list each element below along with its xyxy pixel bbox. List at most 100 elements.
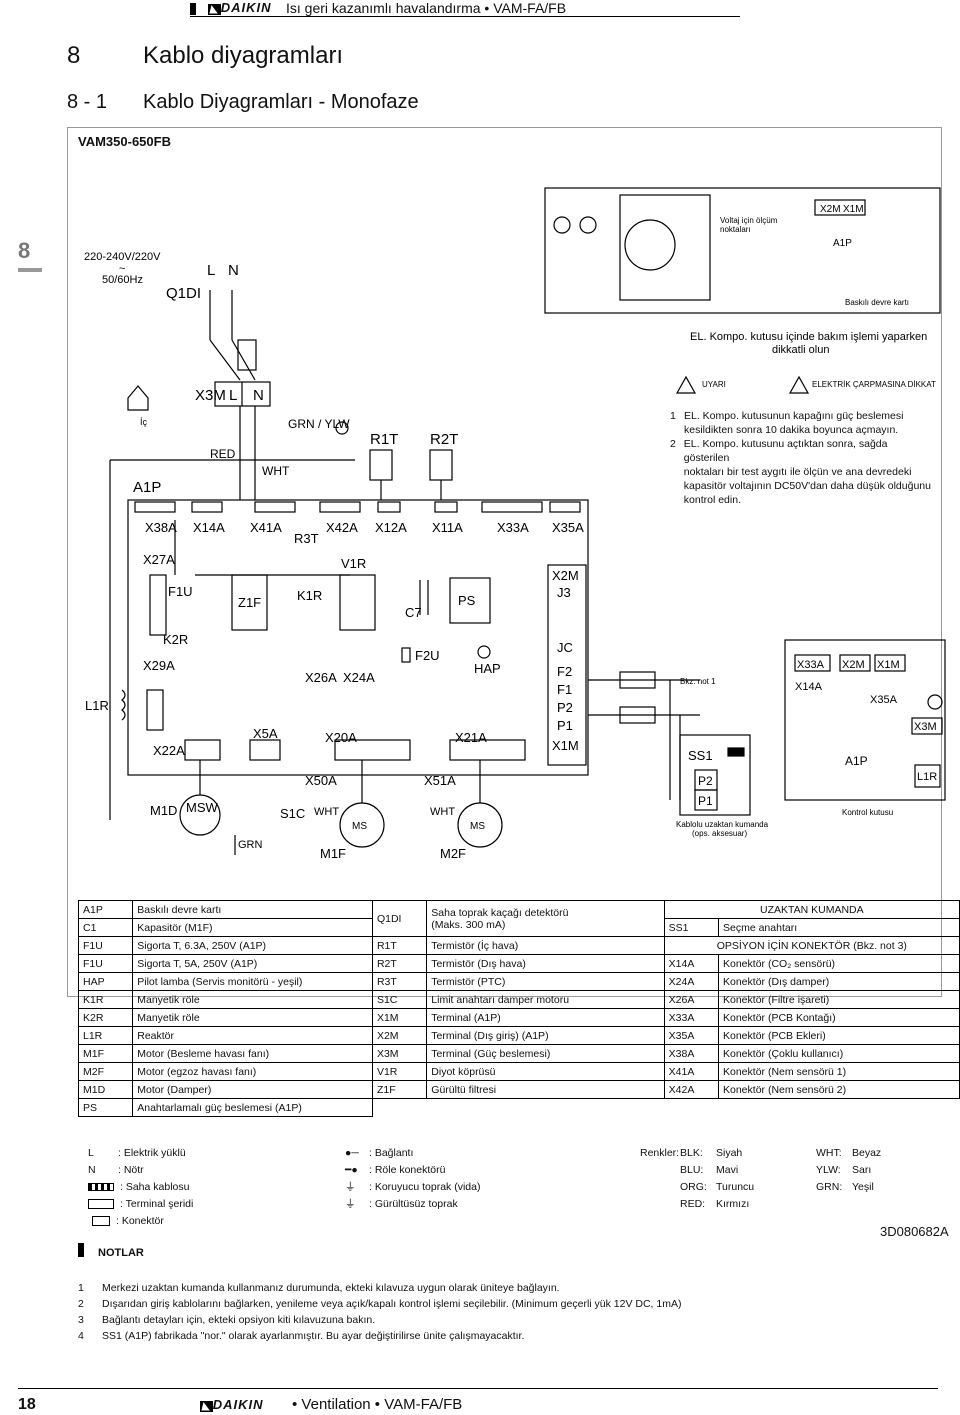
- ctrl-x33a: X33A: [797, 659, 825, 671]
- label-x2m: X2M: [552, 568, 579, 583]
- label-x42a: X42A: [326, 520, 358, 535]
- table-cell: Konektör (Çoklu kullanıcı): [718, 1044, 960, 1063]
- table-cell: Konektör (Nem sensörü 1): [718, 1062, 960, 1081]
- table-cell: Konektör (PCB Kontağı): [718, 1008, 960, 1027]
- label-x22a: X22A: [153, 743, 185, 758]
- label-red: RED: [210, 447, 236, 461]
- q1di-desc-1: Saha toprak kaçağı detektörü: [431, 906, 569, 919]
- label-f2u: F2U: [415, 648, 440, 663]
- table-cell: Termistör (PTC): [426, 972, 665, 991]
- side-tab: 8: [18, 238, 31, 263]
- hap-lamp-icon: [477, 645, 491, 659]
- table-cell: Motor (Besleme havası fanı): [132, 1044, 373, 1063]
- label-x3m: X3M: [195, 387, 226, 404]
- table-cell: Manyetik röle: [132, 990, 373, 1009]
- ground-icon: [335, 421, 349, 435]
- label-bkz-not1: Bkz. not 1: [680, 677, 716, 686]
- table-cell: Pilot lamba (Servis monitörü - yeşil): [132, 972, 373, 991]
- notes-title: NOTLAR: [98, 1247, 144, 1259]
- label-x50a: X50A: [305, 773, 337, 788]
- table-cell: S1C: [371, 990, 428, 1009]
- v1r-symbol: [339, 574, 376, 631]
- x2m-terminal-block: [547, 564, 587, 766]
- inset-voltage-1: Voltaj için ölçüm: [720, 216, 778, 225]
- label-x51a: X51A: [424, 773, 456, 788]
- table-cell: [371, 1098, 665, 1117]
- inset-pcb-label: Baskılı devre kartı: [845, 298, 909, 307]
- label-x38a: X38A: [145, 520, 177, 535]
- field-cable-legend-icon: [88, 1183, 114, 1192]
- table-cell: Anahtarlamalı güç beslemesi (A1P): [132, 1098, 373, 1117]
- inset-box: [544, 187, 941, 314]
- q1di-desc-2: (Maks. 300 mA): [431, 918, 506, 931]
- table-cell: Sigorta T, 5A, 250V (A1P): [132, 954, 373, 973]
- table-cell: M2F: [77, 1062, 134, 1081]
- chapter-number: 8: [67, 42, 81, 69]
- table-cell: Terminal (A1P): [426, 1008, 665, 1027]
- label-x21a: X21A: [455, 730, 487, 745]
- notes-marker: [78, 1243, 84, 1257]
- shock-warning-icon: [788, 375, 810, 394]
- label-remote-p1: P1: [698, 794, 713, 808]
- table-cell: A1P: [77, 900, 134, 919]
- label-m1d: M1D: [150, 803, 177, 818]
- pcb-frame: [127, 499, 589, 776]
- label-wht-m2f: WHT: [430, 806, 455, 818]
- label-x35a: X35A: [552, 520, 584, 535]
- label-l: L: [207, 262, 215, 279]
- label-f1u: F1U: [168, 584, 193, 599]
- label-k2r: K2R: [163, 632, 188, 647]
- supply-freq: 50/60Hz: [102, 274, 143, 286]
- table-cell: Termistör (Dış hava): [426, 954, 665, 973]
- legend-symbols-left: L: Elektrik yüklü N: Nötr : Saha kablosu…: [88, 1147, 194, 1227]
- f2u-symbol: [401, 647, 411, 663]
- table-cell: Konektör (Filtre işareti): [718, 990, 960, 1009]
- relay-connector-legend-icon: ━●: [345, 1164, 358, 1176]
- label-x1m: X1M: [552, 738, 579, 753]
- table-cell: Termistör (İç hava): [426, 936, 665, 955]
- table-cell: Manyetik röle: [132, 1008, 373, 1027]
- label-ms-2: MS: [470, 821, 485, 832]
- r2t-symbol: [429, 449, 453, 481]
- label-msw: MSW: [186, 800, 219, 815]
- table-cell: K2R: [77, 1008, 134, 1027]
- inset-x2m: X2M: [820, 204, 841, 215]
- label-remote-p2: P2: [698, 774, 713, 788]
- header-rule: [190, 0, 740, 17]
- label-f1: F1: [557, 682, 572, 697]
- label-q1di: Q1DI: [166, 285, 201, 302]
- label-x29a: X29A: [143, 658, 175, 673]
- inset-caption-2: dikkatli olun: [772, 344, 829, 356]
- label-wht-m1f: WHT: [314, 806, 339, 818]
- table-cell: R3T: [371, 972, 428, 991]
- table-cell: X3M: [371, 1044, 428, 1063]
- table-cell: Gürültü filtresi: [426, 1080, 665, 1099]
- table-cell: UZAKTAN KUMANDA: [663, 900, 960, 919]
- label-x26a: X26A: [305, 670, 337, 685]
- field-cable-lower: [619, 706, 656, 724]
- ctrl-x35a: X35A: [870, 694, 898, 706]
- label-grn-ylw: GRN / YLW: [288, 417, 350, 431]
- page-number: 18: [18, 1396, 36, 1413]
- inset-device: [619, 194, 711, 301]
- label-x27a: X27A: [143, 552, 175, 567]
- supply-tilde: ~: [119, 263, 125, 275]
- house-icon: [127, 385, 149, 411]
- table-cell: Q1DI: [371, 900, 428, 937]
- noiseless-earth-legend-icon: ⏚: [345, 1198, 356, 1210]
- label-r1t: R1T: [370, 431, 398, 448]
- r1t-symbol: [369, 449, 393, 481]
- inset-x1m: X1M: [843, 204, 864, 215]
- table-cell: X2M: [371, 1026, 428, 1045]
- x22a-connector: [184, 739, 221, 761]
- f1u-symbol: [149, 574, 167, 636]
- table-cell: PS: [77, 1098, 134, 1117]
- warning-item-1: 1 EL. Kompo. kutusunun kapağını güç besl…: [670, 410, 904, 436]
- wiring-diagram: Q1DI L N X3M L N İç RED WHT GRN / YLW R1…: [84, 187, 946, 861]
